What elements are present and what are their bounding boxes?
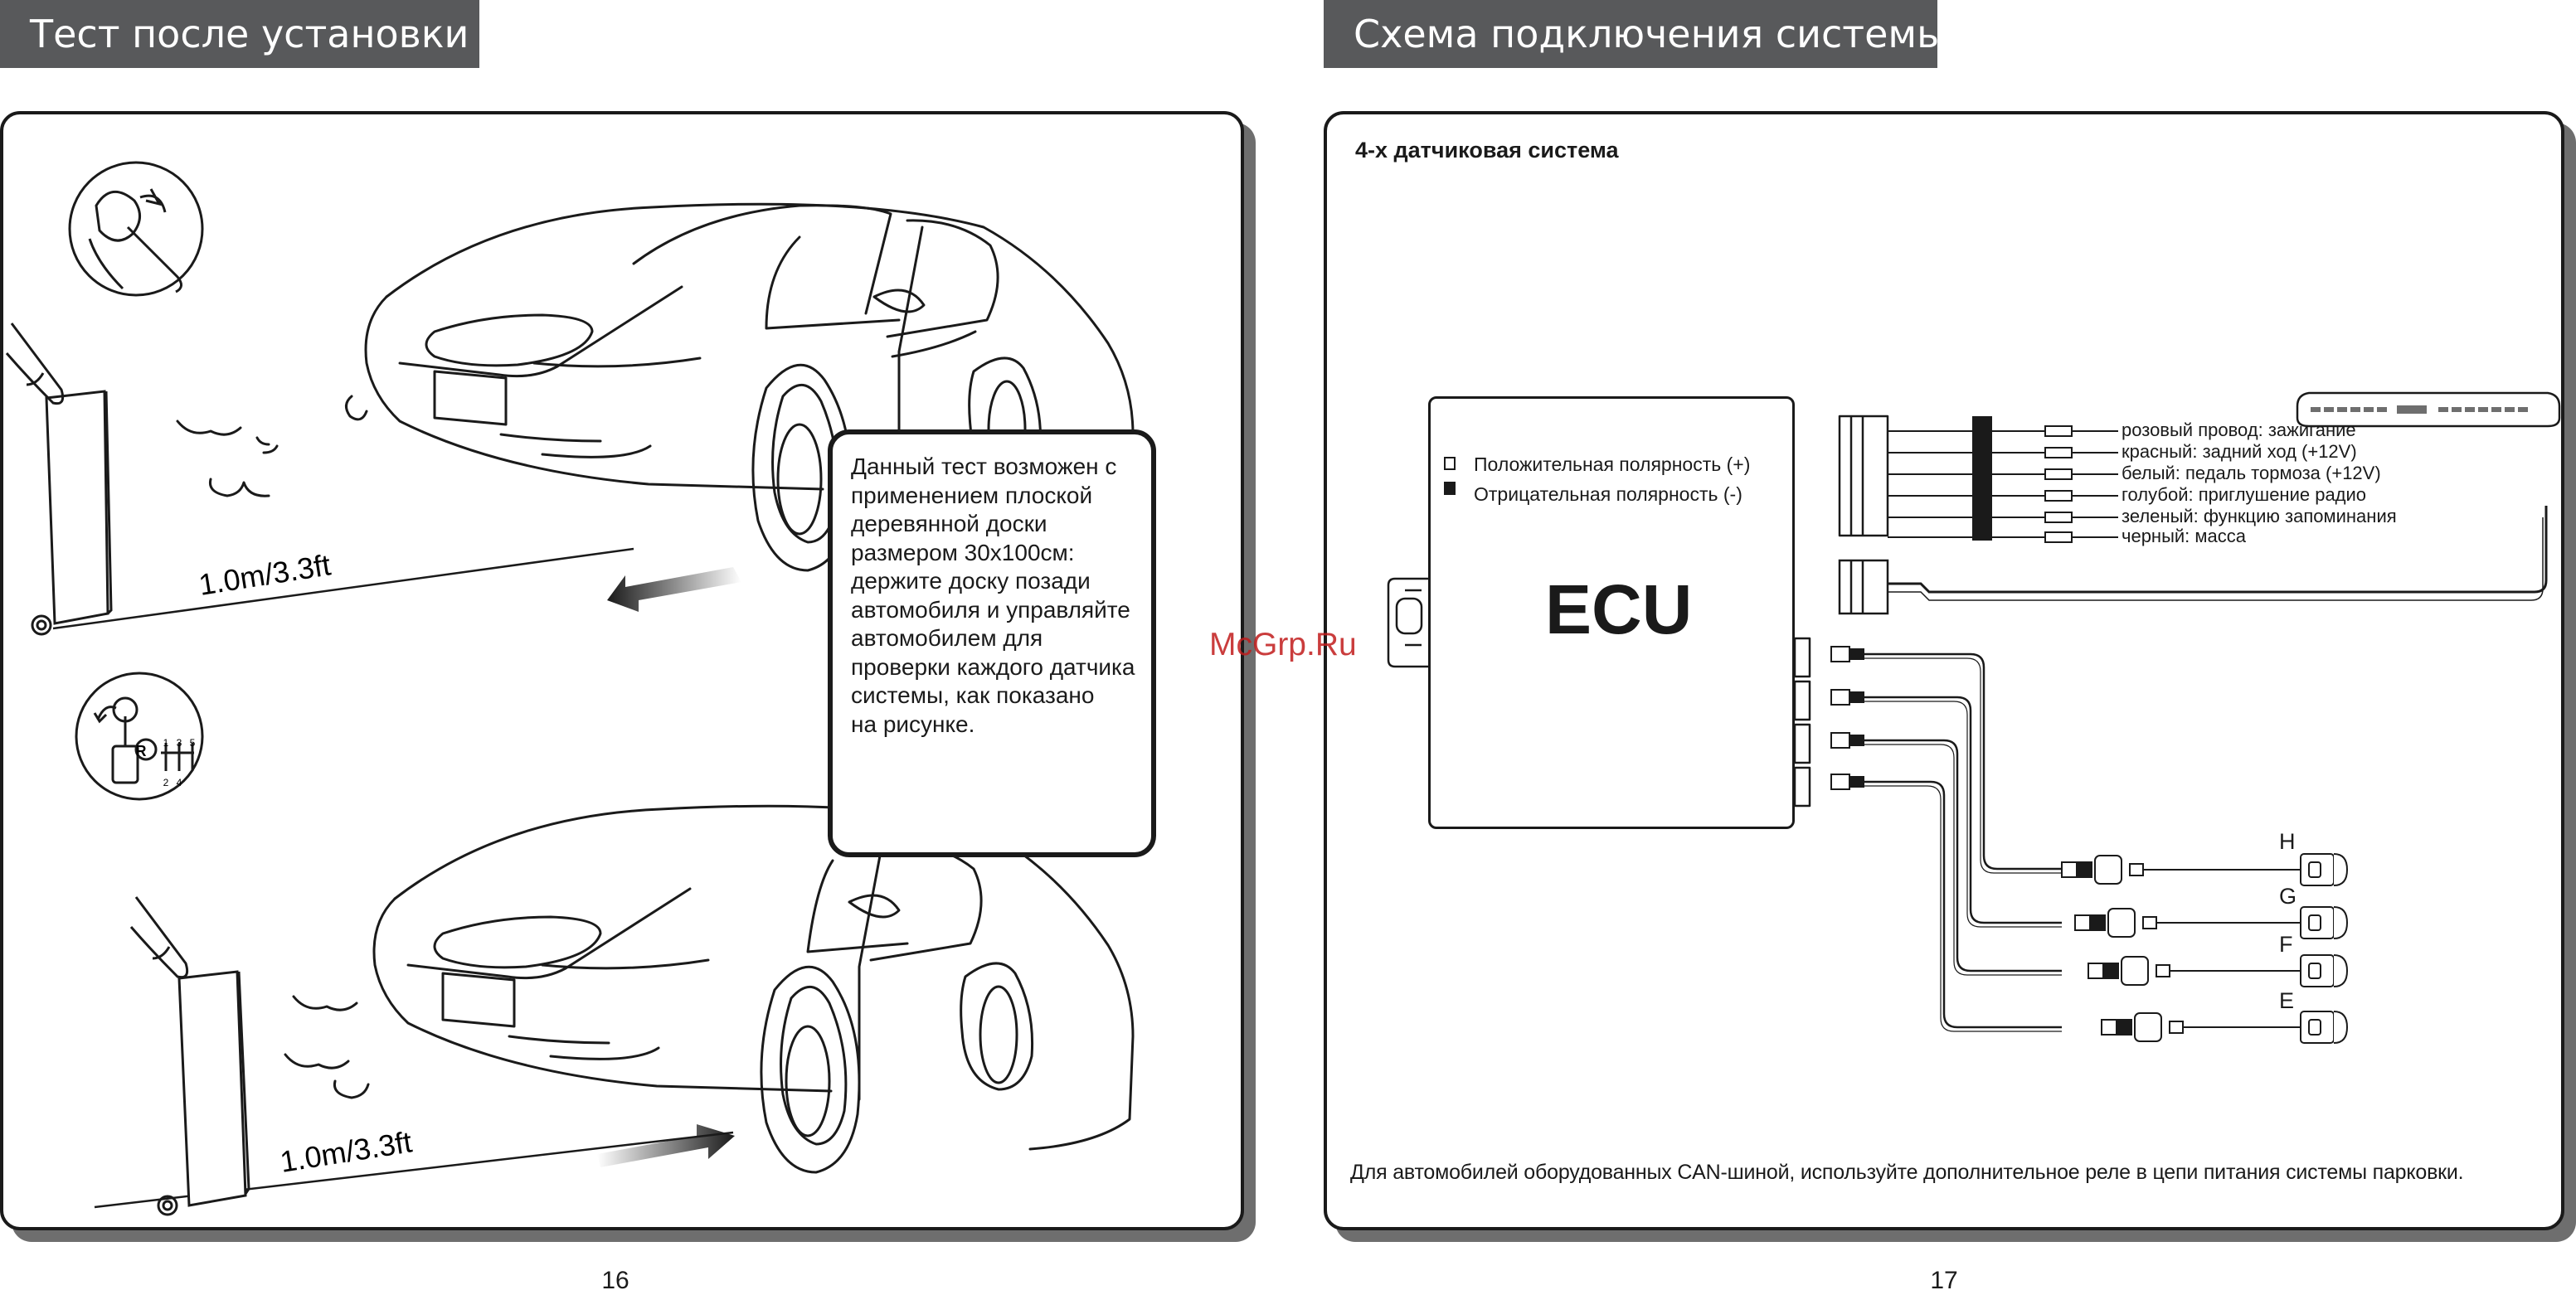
callout-line: деревянной доски [851, 511, 1047, 536]
gear-digit-3: 3 [177, 737, 182, 749]
ecu-port-3 [1793, 723, 1811, 764]
sensor-f [2088, 954, 2349, 987]
watermark: McGrp.Ru [1209, 627, 1357, 662]
sensor-label-e: E [2279, 988, 2295, 1013]
display-connector [1838, 559, 1889, 615]
ecu-mount-tab [1387, 577, 1428, 668]
distance-label-bottom: 1.0m/3.3ft [278, 1124, 415, 1179]
right-page: Схема подключения системы 4-х датчиковая… [1320, 0, 2576, 1294]
wire-label-black: черный: масса [2122, 526, 2247, 546]
gear-digit-4: 4 [177, 777, 182, 788]
polarity-negative-label: Отрицательная полярность (-) [1474, 483, 1742, 505]
ecu-label: ECU [1545, 570, 1693, 648]
callout-line: держите доску позади [851, 568, 1091, 594]
sensor-h [2061, 853, 2349, 886]
display-cable [1888, 506, 2548, 594]
left-page: Тест после установки [0, 0, 1261, 1294]
wire-label-white: белый: педаль тормоза (+12V) [2122, 463, 2381, 483]
can-bus-footnote: Для автомобилей оборудованных CAN-шиной,… [1350, 1161, 2464, 1184]
wiring-panel: 4-х датчиковая система [1324, 111, 2564, 1230]
sensor-e [2101, 1011, 2349, 1044]
left-page-header: Тест после установки [0, 0, 479, 68]
sensor-label-f: F [2279, 932, 2293, 957]
gear-digit-1: 1 [163, 737, 169, 749]
callout-line: размером 30x100см: [851, 539, 1075, 565]
callout-line: проверки каждого датчика [851, 653, 1135, 680]
wiring-diagram [1387, 391, 2561, 1044]
callout-line: применением плоской [851, 482, 1093, 508]
test-illustration: R 1 3 5 2 4 [5, 161, 1135, 1216]
direction-arrow-bottom [597, 1124, 735, 1167]
gear-shift-icon [75, 672, 204, 801]
gear-digit-r: R [136, 743, 147, 759]
ecu-unit: Положительная полярность (+) Отрицательн… [1428, 396, 1795, 829]
ecu-port-4 [1793, 766, 1811, 808]
callout-line: Данный тест возможен с [851, 453, 1117, 479]
callout-line: на рисунке. [851, 711, 975, 737]
wire-terminals [2044, 425, 2073, 543]
callout-line: автомобилем для [851, 625, 1043, 651]
page-number-left: 16 [601, 1267, 629, 1294]
direction-arrow-top [607, 567, 741, 612]
sensor-cables [1864, 652, 2062, 1029]
wire-label-red: красный: задний ход (+12V) [2122, 441, 2357, 462]
sensor-label-h: H [2279, 829, 2296, 854]
ecu-port-1 [1793, 637, 1811, 678]
sensor-label-g: G [2279, 884, 2297, 909]
diagram-title: 4-х датчиковая система [1355, 138, 1619, 162]
car-bottom-illustration [284, 804, 1135, 1174]
wooden-board-top [5, 323, 113, 636]
wooden-board-bottom [129, 896, 250, 1216]
polarity-positive-label: Положительная полярность (+) [1474, 453, 1751, 475]
distance-line-top [52, 547, 634, 630]
page-number-right: 17 [1930, 1267, 1958, 1294]
cable-tie [1972, 416, 1992, 541]
power-harness-wires [1888, 430, 2045, 538]
callout-line: системы, как показано [851, 682, 1095, 708]
ecu-mount-slot [1395, 597, 1423, 635]
wire-label-pink: розовый провод: зажигание [2122, 420, 2356, 440]
sensor-g [2074, 906, 2349, 939]
gear-digit-5: 5 [190, 737, 196, 749]
test-instruction-callout: Данный тест возможен с применением плоск… [828, 429, 1156, 857]
polarity-jumper-negative [1444, 482, 1456, 495]
ecu-port-2 [1793, 680, 1811, 721]
sensor-connectors [1830, 646, 1864, 790]
gear-digit-2: 2 [163, 777, 169, 788]
callout-line: автомобиля и управляйте [851, 596, 1130, 623]
led-display [2296, 391, 2561, 428]
right-page-header: Схема подключения системы [1324, 0, 1947, 68]
wire-label-green: зеленый: функцию запоминания [2122, 506, 2397, 526]
polarity-jumper-positive [1444, 457, 1456, 470]
test-panel: R 1 3 5 2 4 [0, 111, 1244, 1230]
ignition-key-icon [68, 161, 204, 297]
wire-label-blue: голубой: приглушение радио [2122, 484, 2367, 505]
